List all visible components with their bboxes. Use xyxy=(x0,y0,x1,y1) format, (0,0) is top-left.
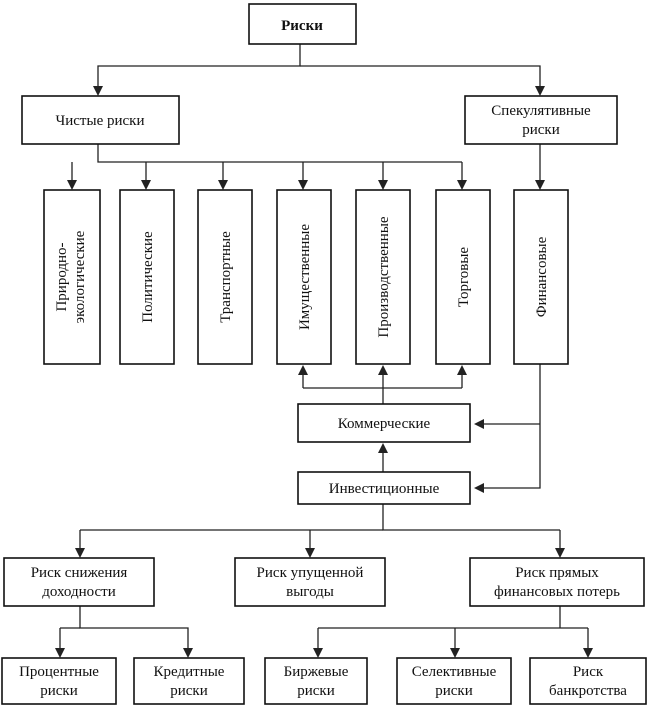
node-trade-label: Торговые xyxy=(456,247,472,307)
arrow-up-trade xyxy=(457,365,467,375)
arrowheads xyxy=(55,86,593,658)
arrow-down-speculative xyxy=(535,86,545,96)
node-direct-line1: Риск прямых xyxy=(515,565,599,581)
node-bankruptcy-line1: Риск xyxy=(573,664,604,680)
node-speculative-risks: Спекулятивные риски xyxy=(464,95,618,145)
node-pure-risks-label: Чистые риски xyxy=(56,113,145,129)
node-lost-line2: выгоды xyxy=(286,584,334,600)
node-nature-line1: Природно- xyxy=(54,242,70,311)
arrow-down-interest xyxy=(55,648,65,658)
node-bankruptcy-risk: Риск банкротства xyxy=(529,657,647,705)
node-income-line2: доходности xyxy=(42,584,116,600)
node-selective-risks: Селективные риски xyxy=(396,657,512,705)
node-selective-line1: Селективные xyxy=(412,664,497,680)
node-investment-risks: Инвестиционные xyxy=(297,471,471,505)
node-direct-loss-risk: Риск прямых финансовых потерь xyxy=(469,557,645,607)
arrow-left-commercial xyxy=(474,419,484,429)
node-root-label: Риски xyxy=(281,18,323,34)
node-transport-risks: Транспортные xyxy=(197,189,253,365)
arrow-down-credit xyxy=(183,648,193,658)
node-credit-line1: Кредитные xyxy=(154,664,225,680)
node-interest-line2: риски xyxy=(40,683,78,699)
arrow-down-nature xyxy=(67,180,77,190)
node-exchange-risks: Биржевые риски xyxy=(264,657,368,705)
arrow-down-transport xyxy=(218,180,228,190)
node-political-label: Политические xyxy=(140,231,156,323)
node-income-decrease-risk: Риск снижения доходности xyxy=(3,557,155,607)
node-speculative-line2: риски xyxy=(522,122,560,138)
node-financial-label: Финансовые xyxy=(534,236,550,317)
arrow-up-production xyxy=(378,365,388,375)
node-root: Риски xyxy=(248,3,357,45)
node-financial-risks: Финансовые xyxy=(513,189,569,365)
node-interest-line1: Процентные xyxy=(19,664,99,680)
node-property-risks: Имущественные xyxy=(276,189,332,365)
node-exchange-line1: Биржевые xyxy=(284,664,349,680)
node-production-risks: Производственные xyxy=(355,189,411,365)
node-pure-risks: Чистые риски xyxy=(21,95,180,145)
arrow-down-financial xyxy=(535,180,545,190)
node-credit-line2: риски xyxy=(170,683,208,699)
arrow-down-exchange xyxy=(313,648,323,658)
node-nature-risks: Природно- экологические xyxy=(43,189,101,365)
node-investment-label: Инвестиционные xyxy=(329,481,440,497)
node-selective-line2: риски xyxy=(435,683,473,699)
node-interest-risks: Процентные риски xyxy=(1,657,117,705)
node-exchange-line2: риски xyxy=(297,683,335,699)
arrow-down-property xyxy=(298,180,308,190)
arrow-down-bankruptcy xyxy=(583,648,593,658)
node-lost-profit-risk: Риск упущенной выгоды xyxy=(234,557,386,607)
node-commercial-risks: Коммерческие xyxy=(297,403,471,443)
arrow-down-lost xyxy=(305,548,315,558)
arrow-down-trade xyxy=(457,180,467,190)
node-speculative-line1: Спекулятивные xyxy=(491,103,591,119)
node-direct-line2: финансовых потерь xyxy=(494,584,620,600)
node-bankruptcy-line2: банкротства xyxy=(549,683,627,699)
node-credit-risks: Кредитные риски xyxy=(133,657,245,705)
node-trade-risks: Торговые xyxy=(435,189,491,365)
arrow-down-direct xyxy=(555,548,565,558)
node-income-line1: Риск снижения xyxy=(31,565,128,581)
arrow-down-pure xyxy=(93,86,103,96)
node-nature-line2: экологические xyxy=(72,230,88,323)
node-commercial-label: Коммерческие xyxy=(338,416,431,432)
node-lost-line1: Риск упущенной xyxy=(257,565,364,581)
arrow-up-commercial xyxy=(378,443,388,453)
arrow-left-investment xyxy=(474,483,484,493)
arrow-down-selective xyxy=(450,648,460,658)
arrow-down-production xyxy=(378,180,388,190)
node-political-risks: Политические xyxy=(119,189,175,365)
arrow-up-property xyxy=(298,365,308,375)
node-property-label: Имущественные xyxy=(297,224,313,330)
arrow-down-political xyxy=(141,180,151,190)
arrow-down-income xyxy=(75,548,85,558)
node-transport-label: Транспортные xyxy=(218,231,234,323)
node-production-label: Производственные xyxy=(376,216,392,337)
